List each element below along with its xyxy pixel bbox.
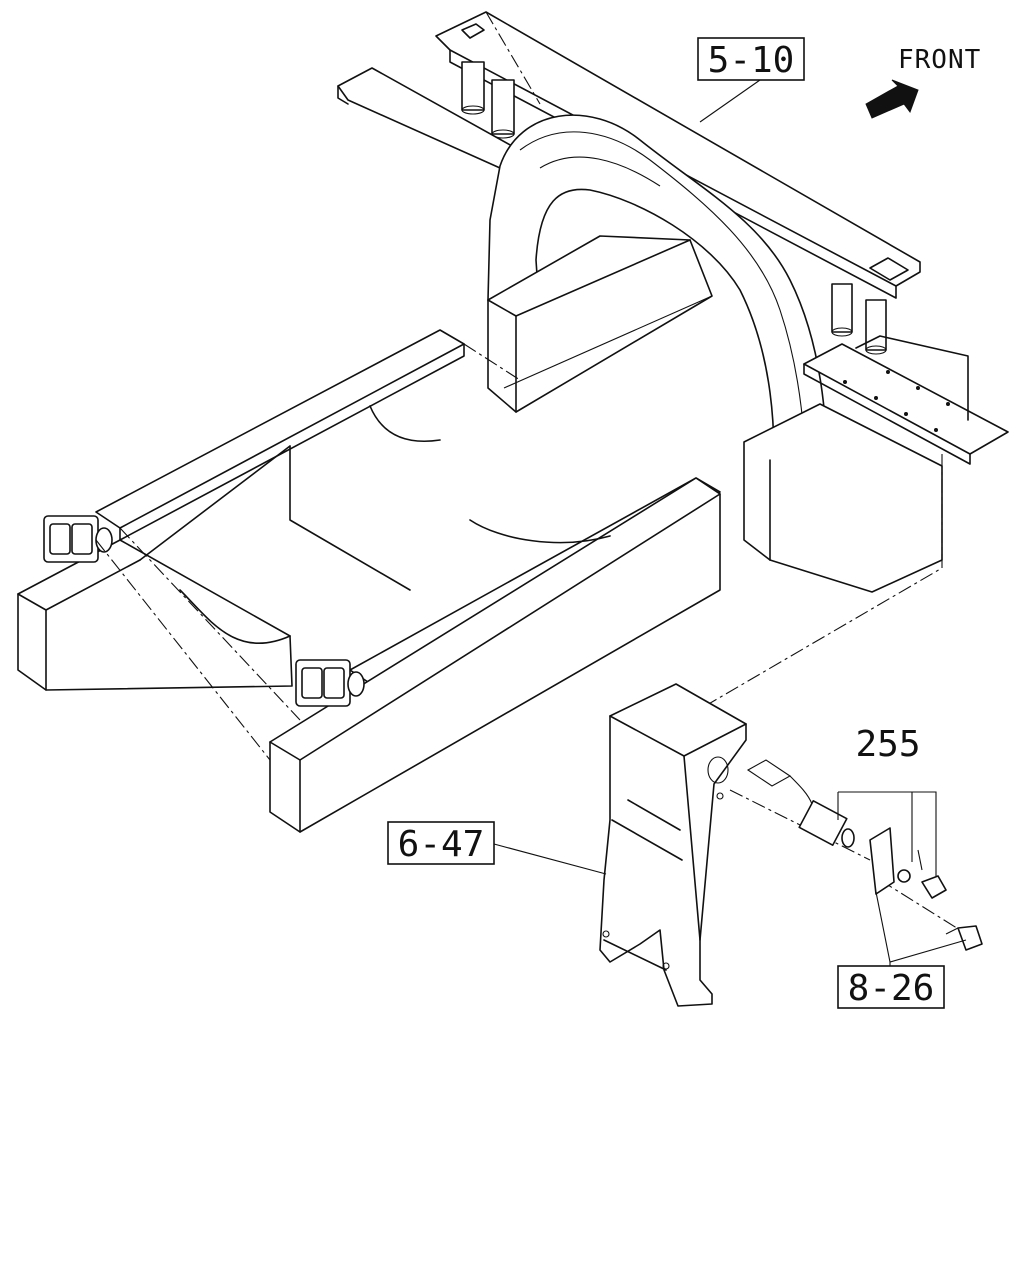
front-indicator: FRONT [865, 45, 981, 119]
lamp-left [43, 515, 113, 563]
lamp-right [295, 659, 365, 707]
callout-255[interactable]: 255 [855, 724, 920, 765]
callout-255-text: 255 [855, 724, 920, 765]
callout-6-47[interactable]: 6-47 [387, 821, 495, 865]
lower-frame [17, 329, 721, 833]
front-label: FRONT [898, 45, 981, 75]
leader-lines [493, 79, 967, 966]
stay-bracket [599, 683, 747, 1007]
switch-assembly [746, 759, 983, 951]
callout-5-10[interactable]: 5-10 [697, 37, 805, 81]
callout-6-47-text: 6-47 [398, 824, 485, 865]
arch-frame [487, 114, 1009, 593]
callout-8-26[interactable]: 8-26 [837, 965, 945, 1009]
arrow-northeast-icon [865, 79, 919, 119]
callout-8-26-text: 8-26 [848, 968, 935, 1009]
upper-crossmember [337, 11, 921, 355]
callout-5-10-text: 5-10 [708, 40, 795, 81]
